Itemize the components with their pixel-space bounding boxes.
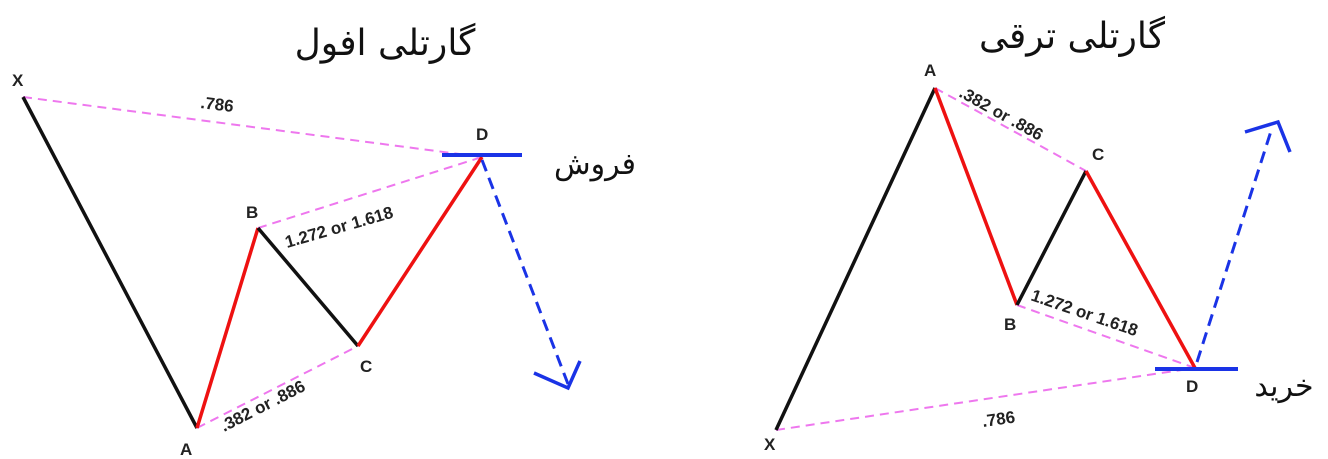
bullish-ratio-line-ac xyxy=(934,87,1087,172)
bearish-ratio-xd: .786 xyxy=(200,93,235,116)
bullish-action-label: خرید xyxy=(1254,369,1313,404)
bullish-leg-bc xyxy=(1015,170,1088,306)
bearish-leg-cd xyxy=(356,156,484,347)
bearish-ratio-line-xd xyxy=(22,96,483,158)
bearish-sell-arrow-head xyxy=(533,360,582,391)
bullish-ratio-xd: .786 xyxy=(981,408,1016,431)
bullish-leg-cd xyxy=(1084,170,1197,369)
bullish-leg-xa xyxy=(774,87,937,431)
bearish-leg-xa xyxy=(21,96,199,429)
bullish-point-x: X xyxy=(764,435,776,454)
bearish-gartley: گارتلی افول فروش X A B C D .786 1.272 or… xyxy=(12,22,636,459)
bearish-point-b: B xyxy=(246,203,258,222)
bearish-ratio-ac: .382 or .886 xyxy=(217,377,308,436)
bearish-title: گارتلی افول xyxy=(295,22,477,64)
bearish-point-x: X xyxy=(12,71,24,90)
bullish-point-b: B xyxy=(1004,315,1016,334)
bullish-buy-arrow-shaft xyxy=(1195,127,1274,363)
bullish-leg-ab xyxy=(933,87,1019,306)
bullish-ratio-ac: .382 or .886 xyxy=(956,83,1046,145)
bullish-ratio-bd: 1.272 or 1.618 xyxy=(1029,286,1141,340)
bearish-action-label: فروش xyxy=(554,147,636,182)
bearish-ratio-line-bd xyxy=(257,156,483,229)
bullish-ratio-line-xd xyxy=(775,367,1196,431)
bullish-ratio-line-bd xyxy=(1016,304,1196,369)
bullish-buy-arrow-head xyxy=(1244,119,1292,153)
bearish-point-d: D xyxy=(476,125,488,144)
bearish-sell-arrow-shaft xyxy=(480,159,570,385)
bearish-point-c: C xyxy=(360,357,372,376)
bullish-point-c: C xyxy=(1092,145,1104,164)
bullish-title: گارتلی ترقی xyxy=(979,15,1166,57)
bullish-point-a: A xyxy=(924,61,936,80)
bullish-point-d: D xyxy=(1186,377,1198,396)
bearish-point-a: A xyxy=(180,440,192,459)
bullish-gartley: گارتلی ترقی خرید X A B C D .382 or .886 … xyxy=(764,15,1314,454)
bearish-ratio-line-ac xyxy=(196,345,359,429)
bearish-ratio-bd: 1.272 or 1.618 xyxy=(283,203,395,252)
bearish-leg-ab xyxy=(195,227,260,429)
bearish-leg-bc xyxy=(256,226,360,348)
